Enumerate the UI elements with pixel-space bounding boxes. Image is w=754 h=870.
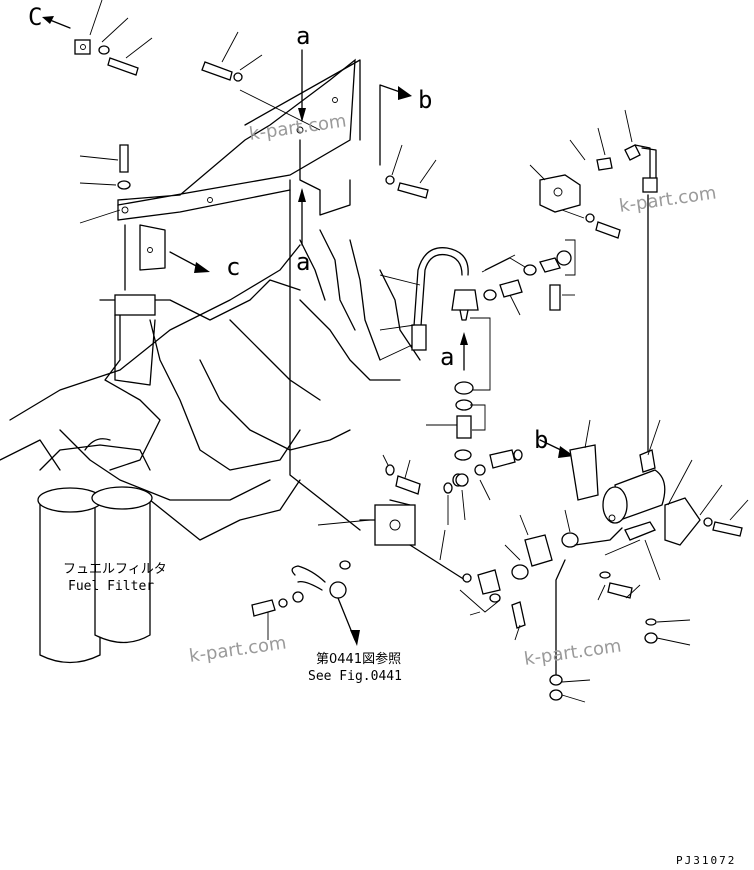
view-arrow-b-upper: b xyxy=(379,84,432,166)
view-label-a-lower: a xyxy=(296,248,310,276)
watermark-3: k-part.com xyxy=(188,633,288,667)
drawing-code: PJ31072 xyxy=(676,854,736,867)
bolt-upper-right xyxy=(385,144,437,199)
bolts-top xyxy=(79,31,321,224)
view-label-b-upper: b xyxy=(418,86,432,114)
engine-outline xyxy=(0,229,421,541)
view-label-c-lower: c xyxy=(226,253,240,281)
lower-fittings xyxy=(317,449,523,581)
fuel-filter: フュエルフィルタ Fuel Filter xyxy=(37,438,167,664)
bottom-center-fittings xyxy=(459,509,579,641)
view-label-a-upper: a xyxy=(296,22,310,50)
view-arrow-c-lower: c xyxy=(169,251,240,281)
ring-terminal xyxy=(251,560,360,646)
bracket-column xyxy=(114,224,156,386)
view-arrow-b-lower: b xyxy=(534,419,599,501)
watermark-2: k-part.com xyxy=(618,183,718,217)
fuel-filter-label-en: Fuel Filter xyxy=(68,579,154,594)
watermark-4: k-part.com xyxy=(523,636,623,670)
support-plate xyxy=(289,179,416,546)
fuel-hose-center: a xyxy=(379,247,491,487)
view-label-a-mid: a xyxy=(440,343,454,371)
bottom-right-parts xyxy=(549,527,691,703)
pipe-fittings xyxy=(481,239,576,316)
reference-note-en: See Fig.0441 xyxy=(308,669,402,684)
view-label-c-upper: C xyxy=(28,3,42,31)
upper-right-bracket xyxy=(529,109,658,456)
view-arrow-a-upper: a a xyxy=(296,22,310,276)
reference-note-jp: 第0441図参照 xyxy=(316,651,401,667)
fuel-filter-label-jp: フュエルフィルタ xyxy=(63,562,167,577)
fuel-cut-solenoid xyxy=(602,419,749,581)
mounting-bracket-upper xyxy=(117,58,361,271)
bracket-c-upper: C xyxy=(28,0,153,76)
